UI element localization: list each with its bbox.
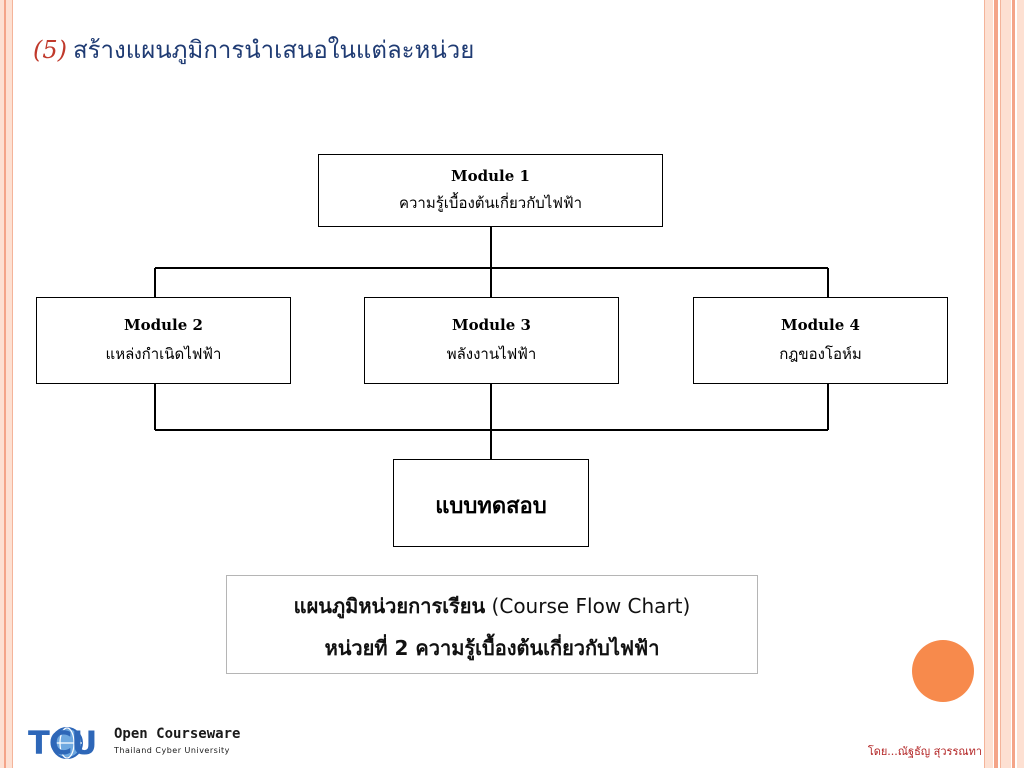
author-credit: โดย...ณัฐธัญ สุวรรณทา	[867, 745, 982, 758]
slide-title-number: (5)	[33, 36, 67, 64]
right-stripe-3	[1000, 0, 1011, 768]
left-border-line	[4, 0, 6, 768]
caption-line-1: แผนภูมิหน่วยการเรียน (Course Flow Chart)	[227, 590, 757, 622]
logo-open-courseware: Open Courseware	[114, 726, 241, 742]
caption-line-1-rest: (Course Flow Chart)	[491, 594, 691, 618]
diagram-caption: แผนภูมิหน่วยการเรียน (Course Flow Chart)…	[226, 575, 758, 674]
caption-line-2: หน่วยที่ 2 ความรู้เบื้องต้นเกี่ยวกับไฟฟ้…	[324, 636, 660, 660]
orange-circle-decoration	[912, 640, 974, 702]
right-stripe-5	[1017, 0, 1024, 768]
module-1-subtitle: ความรู้เบื้องต้นเกี่ยวกับไฟฟ้า	[398, 194, 583, 212]
module-3-subtitle: พลังงานไฟฟ้า	[446, 345, 537, 363]
module-2-box: Module 2 แหล่งกำเนิดไฟฟ้า	[36, 297, 291, 384]
module-1-title: Module 1	[451, 167, 530, 185]
right-stripe-4	[1012, 0, 1015, 768]
module-4-title: Module 4	[781, 316, 860, 334]
module-4-box: Module 4 กฎของโอห์ม	[693, 297, 948, 384]
globe-icon	[51, 727, 83, 759]
module-4-subtitle: กฎของโอห์ม	[779, 345, 862, 363]
module-2-title: Module 2	[124, 316, 203, 334]
right-stripe-2	[994, 0, 998, 768]
right-stripe-1	[984, 0, 993, 768]
test-box: แบบทดสอบ	[393, 459, 589, 547]
tcu-logo: TCU Open Courseware Thailand Cyber Unive…	[28, 722, 268, 764]
module-3-box: Module 3 พลังงานไฟฟ้า	[364, 297, 619, 384]
left-border-decoration	[0, 0, 13, 768]
slide-title: (5)สร้างแผนภูมิการนำเสนอในแต่ละหน่วย	[33, 30, 474, 69]
module-1-box: Module 1 ความรู้เบื้องต้นเกี่ยวกับไฟฟ้า	[318, 154, 663, 227]
logo-tcu-text: TCU	[28, 724, 97, 762]
slide-title-text: สร้างแผนภูมิการนำเสนอในแต่ละหน่วย	[73, 36, 475, 64]
logo-thailand-cyber-university: Thailand Cyber University	[114, 746, 230, 755]
module-3-title: Module 3	[452, 316, 531, 334]
caption-line-1-bold: แผนภูมิหน่วยการเรียน	[293, 594, 486, 618]
module-2-subtitle: แหล่งกำเนิดไฟฟ้า	[105, 345, 222, 363]
test-label: แบบทดสอบ	[435, 494, 547, 519]
